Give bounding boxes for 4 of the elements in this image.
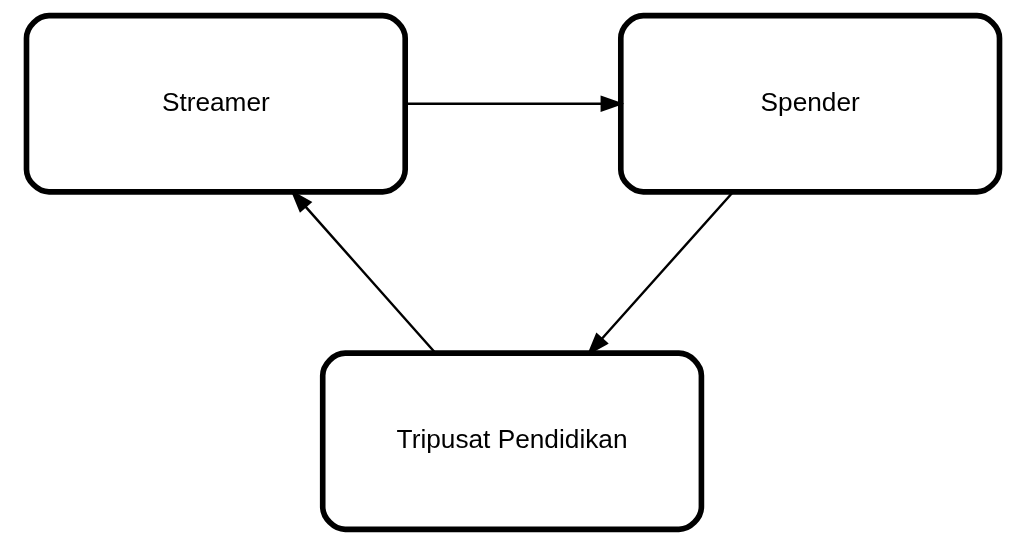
node-box: Spender: [617, 12, 1002, 195]
arrow: [405, 95, 624, 113]
node-box: Tripusat Pendidikan: [319, 350, 704, 533]
node-box: Streamer: [23, 12, 408, 195]
